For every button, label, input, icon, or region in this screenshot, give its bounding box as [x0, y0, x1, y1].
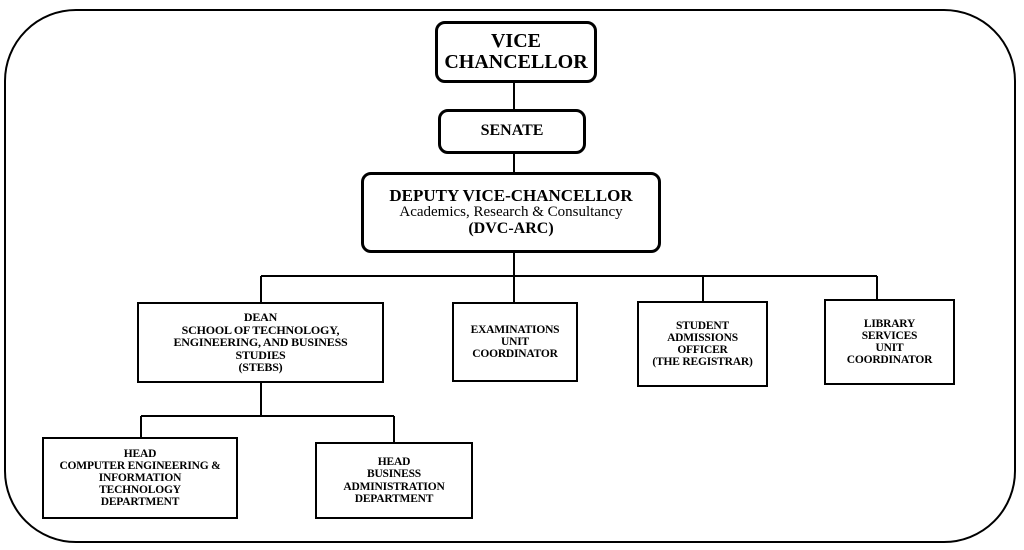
head-bad-line4: DEPARTMENT: [354, 492, 434, 505]
dvc-subtitle: Academics, Research & Consultancy: [399, 204, 623, 221]
head-ceit-line3: INFORMATION: [98, 471, 182, 484]
senate-box: SENATE: [438, 109, 586, 154]
admissions-box: STUDENT ADMISSIONS OFFICER (THE REGISTRA…: [637, 301, 768, 387]
dean-line4: STUDIES: [235, 347, 286, 362]
dean-line2: SCHOOL OF TECHNOLOGY,: [181, 322, 340, 337]
head-ceit-line5: DEPARTMENT: [100, 496, 180, 509]
examinations-box: EXAMINATIONS UNIT COORDINATOR: [452, 302, 578, 382]
examinations-line3: COORDINATOR: [472, 348, 558, 361]
examinations-line1: EXAMINATIONS: [470, 323, 560, 336]
library-line4: COORDINATOR: [846, 354, 933, 367]
dvc-title: DEPUTY VICE-CHANCELLOR: [389, 186, 633, 206]
library-line1: LIBRARY: [863, 317, 916, 330]
examinations-line2: UNIT: [501, 335, 529, 348]
head-ceit-line4: TECHNOLOGY: [99, 484, 181, 497]
head-bad-line1: HEAD: [377, 456, 411, 469]
dean-box: DEAN SCHOOL OF TECHNOLOGY, ENGINEERING, …: [137, 302, 384, 383]
dean-line5: (STEBS): [238, 360, 283, 375]
head-bad-line2: BUSINESS: [366, 468, 421, 481]
head-computer-engineering-box: HEAD COMPUTER ENGINEERING & INFORMATION …: [42, 437, 238, 519]
head-bad-line3: ADMINISTRATION: [343, 480, 445, 493]
library-box: LIBRARY SERVICES UNIT COORDINATOR: [824, 299, 955, 385]
dvc-abbreviation: (DVC-ARC): [468, 219, 554, 237]
senate-label: SENATE: [480, 122, 544, 140]
dvc-box: DEPUTY VICE-CHANCELLOR Academics, Resear…: [361, 172, 661, 253]
head-ceit-line1: HEAD: [123, 447, 157, 460]
dean-line3: ENGINEERING, AND BUSINESS: [173, 335, 348, 350]
diagram-frame: [4, 9, 1016, 543]
library-line2: SERVICES: [861, 329, 918, 342]
vice-chancellor-line1: VICE: [490, 30, 541, 52]
head-ceit-line2: COMPUTER ENGINEERING &: [59, 459, 221, 472]
library-line3: UNIT: [875, 342, 904, 354]
vice-chancellor-box: VICE CHANCELLOR: [435, 21, 597, 83]
head-business-administration-box: HEAD BUSINESS ADMINISTRATION DEPARTMENT: [315, 442, 473, 519]
admissions-line1: STUDENT: [676, 319, 729, 332]
admissions-line3: OFFICER: [677, 344, 728, 356]
dean-line1: DEAN: [243, 310, 278, 325]
admissions-line4: (THE REGISTRAR): [652, 356, 753, 369]
vice-chancellor-line2: CHANCELLOR: [444, 51, 588, 73]
admissions-line2: ADMISSIONS: [667, 331, 738, 344]
